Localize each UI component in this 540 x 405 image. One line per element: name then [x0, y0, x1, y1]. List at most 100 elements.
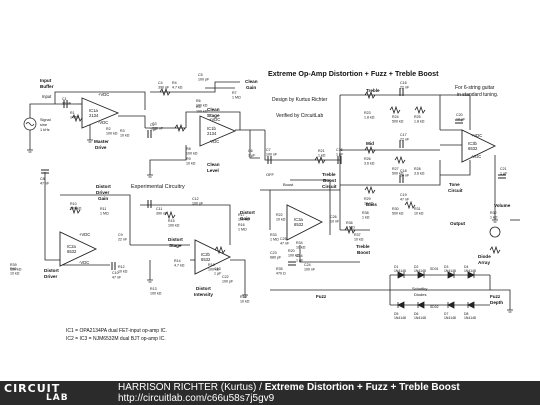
component-ref: C1	[62, 97, 67, 101]
author-name[interactable]: HARRISON RICHTER (Kurtus)	[118, 382, 257, 393]
diode-val: 1N4148	[414, 316, 426, 320]
master-drive-label: Master	[94, 139, 109, 144]
component-ref: R36	[346, 221, 353, 225]
signal-label: Signal	[40, 118, 51, 122]
component-val: 500 kΩ	[392, 119, 404, 123]
footer-credit: HARRISON RICHTER (Kurtus) / Extreme Dist…	[118, 382, 460, 393]
opamp-ic2b	[194, 239, 232, 275]
component-ref: R6	[196, 99, 201, 103]
component-val: 1 kΩ	[362, 215, 370, 219]
ic-note-2: IC2 = IC3 = NJM6532M dual BJT op-amp IC.	[66, 336, 166, 342]
diode-val: 1N4148	[444, 316, 456, 320]
project-name[interactable]: Extreme Distortion + Fuzz + Treble Boost	[264, 382, 460, 393]
opamp-ic2b-part: 6532	[201, 257, 211, 262]
distort-driver-gain-label: Distort	[96, 184, 111, 189]
diode-array-label: Diode	[478, 254, 491, 259]
component-ref: R15	[168, 219, 175, 223]
output-meter-icon	[489, 226, 501, 238]
diode-array	[397, 271, 475, 309]
component-ref: R31	[414, 207, 421, 211]
component-val: 47 nF	[112, 275, 122, 279]
diode-labels: D11N4148D21N4148D31N4148D41N4148D51N4148…	[394, 265, 476, 320]
component-ref: C15	[336, 148, 343, 152]
component-val: 47 nF	[400, 197, 410, 201]
component-val: 470 Ω	[276, 271, 286, 275]
component-val: 1 µF	[214, 271, 222, 275]
component-ref: C6	[248, 149, 253, 153]
mid-label: Mid	[366, 141, 374, 146]
component-ref: C25	[280, 237, 287, 241]
diode-val: 1N4148	[444, 269, 456, 273]
component-val: 100 pF	[198, 77, 210, 81]
component-ref: C7	[266, 148, 271, 152]
diode-val: 1N4148	[394, 316, 406, 320]
diode-val: 1N4148	[464, 269, 476, 273]
guitar-note: For 6-string guitar	[455, 85, 495, 91]
component-ref: R40	[10, 267, 17, 271]
clean-stage-label-2: Stage	[207, 113, 220, 118]
fuzz-depth-label-2: Depth	[490, 300, 503, 305]
distort-driver-label-2: Driver	[44, 274, 57, 279]
component-ref: R28	[414, 167, 421, 171]
component-val: 10 kΩ	[186, 161, 196, 165]
design-credit: Design by Kurtus Richter	[272, 97, 328, 103]
circuitlab-logo[interactable]: CIRCUIT LAB	[4, 383, 80, 403]
component-ref: R25	[414, 115, 421, 119]
component-ref: C22	[222, 275, 229, 279]
opamp-ic1b	[199, 115, 237, 147]
diode-ref: D8	[464, 312, 468, 316]
footer-bar: CIRCUIT LAB HARRISON RICHTER (Kurtus) / …	[0, 381, 540, 405]
component-ref: R8	[186, 147, 191, 151]
schematic-title: Extreme Op-Amp Distortion + Fuzz + Trebl…	[268, 69, 439, 78]
component-ref: C18	[400, 169, 407, 173]
component-val: 10 nF	[400, 173, 410, 177]
component-ref: R5	[196, 105, 201, 109]
component-val: 1 MΩ	[100, 211, 109, 215]
component-ref: R32	[490, 211, 497, 215]
component-ref: C20	[456, 113, 463, 117]
component-ref: R39	[10, 263, 17, 267]
clean-level-label-2: Level	[207, 168, 219, 173]
component-ref: R23	[364, 111, 371, 115]
opamp-ic1b-part: 2134	[207, 131, 217, 136]
bass-label: Bass	[366, 202, 377, 207]
diode-array-label-2: Array	[478, 260, 490, 265]
diode-ref: D1	[394, 265, 398, 269]
component-val: 100 kΩ	[10, 267, 22, 271]
opamp-ic2a-vp: +VDC	[79, 232, 90, 237]
volume-label: Volume	[494, 203, 511, 208]
treble-boost-pot-label: Treble	[356, 244, 370, 249]
component-ref: R26	[364, 157, 371, 161]
component-ref: R20	[288, 249, 295, 253]
schottky-label: Schottky	[412, 286, 427, 291]
component-val: 10 kΩ	[10, 271, 20, 275]
opamp-ic1b-name: IC1b	[207, 126, 217, 131]
schottky-label-2: Diodes	[414, 292, 426, 297]
component-ref: R10	[70, 202, 77, 206]
component-val: 1.8 kΩ	[414, 119, 425, 123]
component-ref: C11	[156, 207, 162, 211]
component-val: 1 kΩ	[318, 153, 326, 157]
component-ref: C13	[214, 267, 221, 271]
component-ref: C17	[400, 133, 407, 137]
opamp-ic3b-vp: +VDC	[471, 133, 482, 138]
opamp-symbols	[59, 97, 497, 275]
project-url[interactable]: http://circuitlab.com/c66u58s7j5gv9	[118, 393, 275, 404]
component-ref: C26	[330, 215, 337, 219]
component-ref: C21	[500, 167, 507, 171]
component-val: 10 nF	[330, 219, 340, 223]
experimental-label: Experimental Circuitry	[131, 184, 185, 190]
component-ref: R22	[276, 213, 283, 217]
component-val: 10 kΩ	[240, 299, 250, 303]
component-val: 500 kΩ	[392, 211, 404, 215]
diode-val: 1N4148	[464, 316, 476, 320]
component-val: 3.6 kΩ	[364, 161, 375, 165]
clean-level-label: Clean	[207, 162, 220, 167]
opamp-ic1a-part: 2134	[89, 113, 99, 118]
component-ref: R3	[120, 129, 125, 133]
component-val: 100 pF	[222, 279, 234, 283]
component-val: 100 kΩ	[186, 151, 198, 155]
component-ref: R17	[238, 213, 245, 217]
component-val: 10 kΩ	[276, 217, 286, 221]
